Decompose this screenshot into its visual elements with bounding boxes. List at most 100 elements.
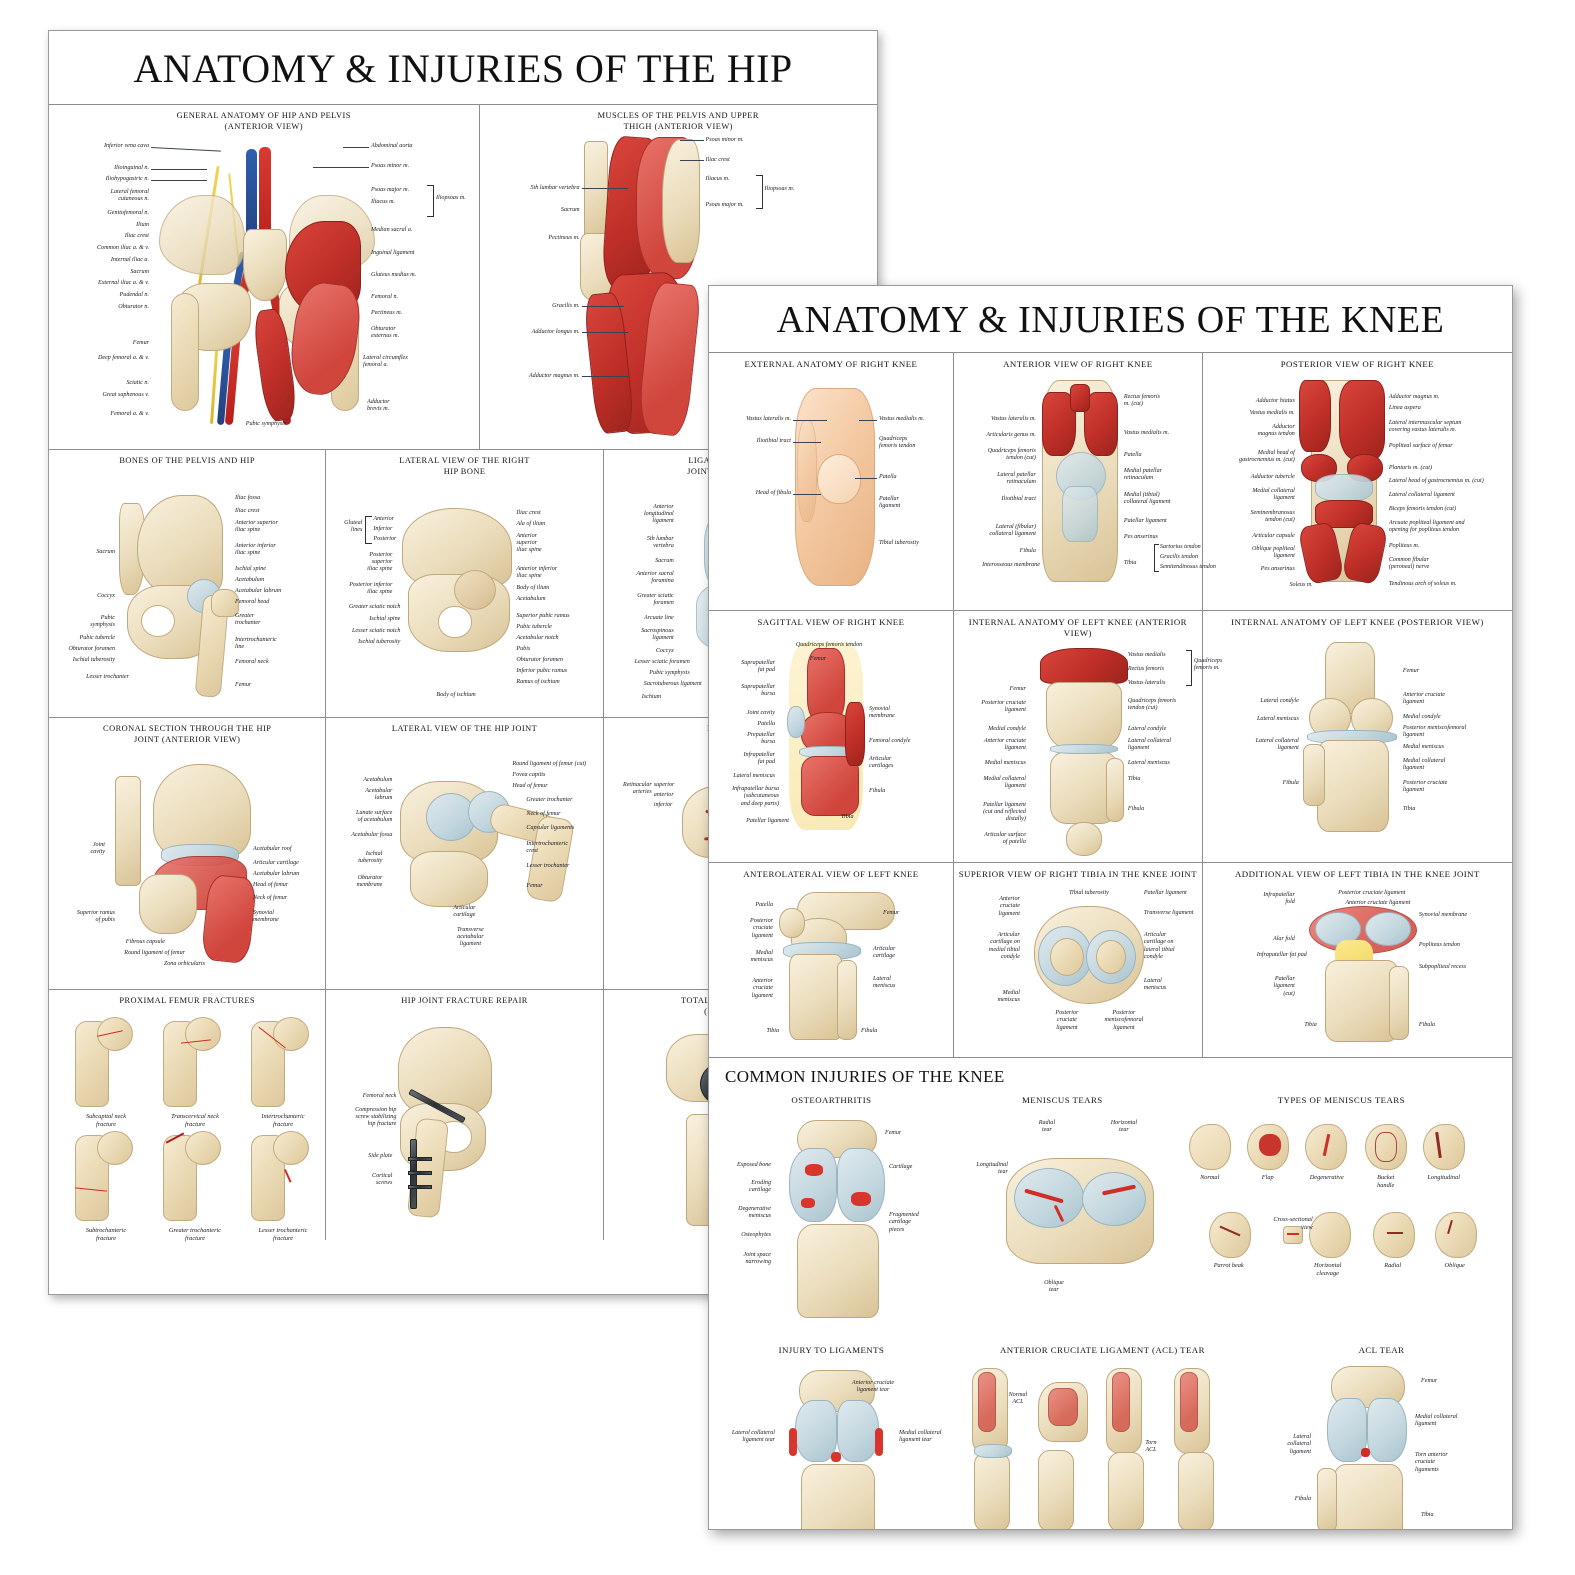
label-lateral-intermuscular-septum: Lateral intermuscular septum covering va… bbox=[1388, 420, 1462, 434]
meniscus-horizontal-cleavage bbox=[1308, 1212, 1351, 1259]
torn-acl-mark bbox=[1361, 1448, 1371, 1458]
label-transverse-ligament: Transverse ligament bbox=[1143, 910, 1194, 917]
label-iliotibial-tract: Iliotibial tract bbox=[1001, 496, 1036, 503]
panel-muscles-pelvis-upper-thigh[interactable]: MUSCLES OF THE PELVIS AND UPPER THIGH (A… bbox=[480, 105, 877, 449]
label-tibia: Tibia bbox=[1304, 1022, 1317, 1029]
label-superior-pubic-ramus: Superior pubic ramus bbox=[516, 612, 570, 619]
label-acetabular-notch: Acetabular notch bbox=[516, 634, 559, 641]
panel-meniscus-tears[interactable]: MENISCUS TEARS Radial tear Horizontal te… bbox=[954, 1089, 1171, 1339]
label-fibula: Fibula bbox=[1127, 805, 1145, 812]
abdominal-aorta bbox=[259, 146, 271, 252]
label-femur: Femur bbox=[132, 339, 149, 346]
tibia-posterior-internal bbox=[1316, 740, 1389, 833]
femur-specimen-2 bbox=[163, 1021, 197, 1107]
panel-sagittal-view-right-knee[interactable]: SAGITTAL VIEW OF RIGHT KNEE Quadriceps f… bbox=[709, 611, 954, 862]
label-posterior-meniscofemoral-ligament: Posterior meniscofemoral ligament bbox=[1104, 1010, 1144, 1031]
label-anterior-superior-iliac-spine: Anterior superior iliac spine bbox=[516, 532, 542, 553]
lateral-plateau-cartilage bbox=[1364, 912, 1411, 947]
panel-title: ADDITIONAL VIEW OF LEFT TIBIA IN THE KNE… bbox=[1235, 869, 1480, 879]
panel-acl-tear-mechanism[interactable]: ANTERIOR CRUCIATE LIGAMENT (ACL) TEAR Ex… bbox=[954, 1339, 1251, 1529]
panel-internal-anatomy-left-knee-posterior[interactable]: INTERNAL ANATOMY OF LEFT KNEE (POSTERIOR… bbox=[1203, 611, 1512, 862]
panel-lateral-view-hip-joint[interactable]: LATERAL VIEW OF THE HIP JOINT Acetabulum… bbox=[326, 718, 604, 989]
label-psoas-minor-m: Psoas minor m. bbox=[705, 136, 744, 143]
label-sacrotuberous-ligament: Sacrotuberous ligament bbox=[643, 680, 702, 687]
hip-poster-title: ANATOMY & INJURIES OF THE HIP bbox=[133, 46, 793, 91]
panel-coronal-section-hip-joint[interactable]: CORONAL SECTION THROUGH THE HIP JOINT (A… bbox=[49, 718, 327, 989]
label-lateral-meniscus: Lateral meniscus bbox=[1143, 978, 1167, 992]
label-head-of-femur: Head of femur bbox=[253, 881, 289, 888]
panel-title: INTERNAL ANATOMY OF LEFT KNEE (ANTERIOR … bbox=[968, 617, 1187, 639]
panel-title: LATERAL VIEW OF THE RIGHT HIP BONE bbox=[399, 456, 530, 476]
label-infrapatellar-fat-pad: Infrapatellar fat pad bbox=[1256, 952, 1307, 959]
panel-external-anatomy-right-knee[interactable]: EXTERNAL ANATOMY OF RIGHT KNEE Vastus la… bbox=[709, 353, 954, 610]
label-fibula: Fibula bbox=[861, 1028, 878, 1035]
panel-injury-to-ligaments[interactable]: INJURY TO LIGAMENTS Anterior cruciate li… bbox=[709, 1339, 954, 1529]
panel-additional-view-left-tibia[interactable]: ADDITIONAL VIEW OF LEFT TIBIA IN THE KNE… bbox=[1203, 863, 1512, 1057]
leader-line bbox=[150, 146, 221, 151]
panel-lateral-view-right-hip-bone[interactable]: LATERAL VIEW OF THE RIGHT HIP BONE Glute… bbox=[326, 450, 604, 717]
label-acetabular-fossa: Acetabular fossa bbox=[351, 832, 393, 838]
label-fibula: Fibula bbox=[869, 788, 886, 795]
panel-acl-tear[interactable]: ACL TEAR Lateral collateral ligament Fib… bbox=[1251, 1339, 1512, 1529]
lateral-condyle-cartilage-injury bbox=[837, 1400, 879, 1463]
figure-superior-tibia: Tibial tuberosity Anterior cruciate liga… bbox=[958, 880, 1198, 1044]
label-obturator-n: Obturator n. bbox=[118, 303, 149, 310]
caption-lesser-trochanteric-fracture: Lesser trochanteric fracture bbox=[258, 1227, 308, 1242]
panel-posterior-view-right-knee[interactable]: POSTERIOR VIEW OF RIGHT KNEE Adductor hi… bbox=[1203, 353, 1512, 610]
label-vastus-lateralis-m: Vastus lateralis m. bbox=[991, 416, 1036, 423]
label-lateral-femoral-cutaneous-n: Lateral femoral cutaneous n. bbox=[110, 188, 149, 202]
panel-internal-anatomy-left-knee-anterior[interactable]: INTERNAL ANATOMY OF LEFT KNEE (ANTERIOR … bbox=[954, 611, 1222, 862]
label-femur: Femur bbox=[1402, 668, 1420, 675]
label-acetabulum: Acetabulum bbox=[363, 777, 393, 783]
label-patellar-ligament: Patellar ligament bbox=[1143, 890, 1187, 897]
label-femoral-neck: Femoral neck bbox=[235, 659, 269, 665]
label-ramus-of-ischium: Ramus of ischium bbox=[516, 678, 560, 685]
caption-oblique: Oblique bbox=[1444, 1262, 1465, 1270]
label-iliotibial-tract: Iliotibial tract bbox=[756, 438, 791, 445]
label-anterior-cruciate-ligament: Anterior cruciate ligament bbox=[983, 737, 1026, 751]
label-femur: Femur bbox=[1009, 685, 1026, 692]
fibula-anterolateral bbox=[837, 960, 857, 1041]
figure-types-meniscus-tears: Normal Flap Degenerative Bucket handle L… bbox=[1175, 1106, 1508, 1316]
label-fibula: Fibula bbox=[1019, 548, 1036, 555]
label-iliac-crest: Iliac crest bbox=[705, 156, 730, 163]
panel-anterolateral-view-left-knee[interactable]: ANTEROLATERAL VIEW OF LEFT KNEE Patella … bbox=[709, 863, 954, 1057]
label-tibial-tuberosity: Tibial tuberosity bbox=[1068, 890, 1109, 897]
panel-hip-joint-fracture-repair[interactable]: HIP JOINT FRACTURE REPAIR Femoral neck C… bbox=[326, 990, 604, 1240]
panel-title: INTERNAL ANATOMY OF LEFT KNEE (POSTERIOR… bbox=[1231, 617, 1484, 627]
label-pubic-symphysis: Pubic symphysis bbox=[245, 420, 287, 427]
panel-osteoarthritis[interactable]: OSTEOARTHRITIS Exposed bone Eroding cart… bbox=[709, 1089, 954, 1339]
label-medial-meniscus: Medial meniscus bbox=[984, 759, 1026, 766]
medial-condyle-surface bbox=[1049, 938, 1084, 977]
panel-types-of-meniscus-tears[interactable]: TYPES OF MENISCUS TEARS Normal Flap Dege… bbox=[1171, 1089, 1512, 1339]
label-iliopsoas-m: Iliopsoas m. bbox=[764, 185, 795, 192]
knee-poster-title: ANATOMY & INJURIES OF THE KNEE bbox=[776, 299, 1445, 341]
label-lunate-surface-of-acetabulum: Lunate surface of acetabulum bbox=[355, 810, 393, 824]
label-quadriceps-femoris-tendon-cut: Quadriceps femoris tendon (cut) bbox=[987, 448, 1036, 462]
label-suprapatellar-bursa: Suprapatellar bursa bbox=[741, 684, 775, 698]
label-tibia: Tibia bbox=[1402, 806, 1416, 813]
caption-subtrochanteric-fracture: Subtrochanteric fracture bbox=[85, 1227, 127, 1242]
label-synovial-membrane: Synovial membrane bbox=[869, 706, 895, 720]
panel-proximal-femur-fractures[interactable]: PROXIMAL FEMUR FRACTURES Subcapital neck… bbox=[49, 990, 327, 1242]
panel-superior-view-right-tibia[interactable]: SUPERIOR VIEW OF RIGHT TIBIA IN THE KNEE… bbox=[954, 863, 1203, 1057]
label-medial-collateral-ligament: Medial collateral ligament bbox=[1402, 758, 1446, 772]
leader-line bbox=[679, 139, 704, 141]
panel-general-anatomy-hip-pelvis[interactable]: GENERAL ANATOMY OF HIP AND PELVIS (ANTER… bbox=[49, 105, 480, 449]
femur-sagittal-marrow bbox=[807, 648, 845, 723]
caption-radial: Radial bbox=[1384, 1262, 1402, 1270]
label-articular-cartilage: Articular cartilage bbox=[453, 905, 476, 919]
caption-bucket-handle: Bucket handle bbox=[1377, 1174, 1395, 1189]
knee-anatomy-poster[interactable]: ANATOMY & INJURIES OF THE KNEE EXTERNAL … bbox=[708, 285, 1513, 1530]
panel-anterior-view-right-knee[interactable]: ANTERIOR VIEW OF RIGHT KNEE Vastus later… bbox=[954, 353, 1216, 610]
panel-title: SAGITTAL VIEW OF RIGHT KNEE bbox=[757, 617, 905, 627]
figure-muscles-pelvis: 5th lumbar vertebra Sacrum Pectineus m. … bbox=[484, 133, 873, 437]
label-articular-cartilage: Articular cartilage bbox=[253, 859, 299, 866]
panel-title: PROXIMAL FEMUR FRACTURES bbox=[119, 996, 256, 1005]
panel-bones-pelvis-hip[interactable]: BONES OF THE PELVIS AND HIP Sacrum Coccy… bbox=[49, 450, 327, 717]
label-pectineus-m: Pectineus m. bbox=[548, 234, 580, 241]
label-tendinous-arch-of-soleus-m: Tendinous arch of soleus m. bbox=[1388, 581, 1457, 588]
label-gluteal-lines: Gluteal lines bbox=[344, 519, 363, 533]
lateral-cartilage-acl bbox=[1367, 1398, 1408, 1463]
label-transverse-acetabular-ligament: Transverse acetabular ligament bbox=[457, 927, 484, 948]
